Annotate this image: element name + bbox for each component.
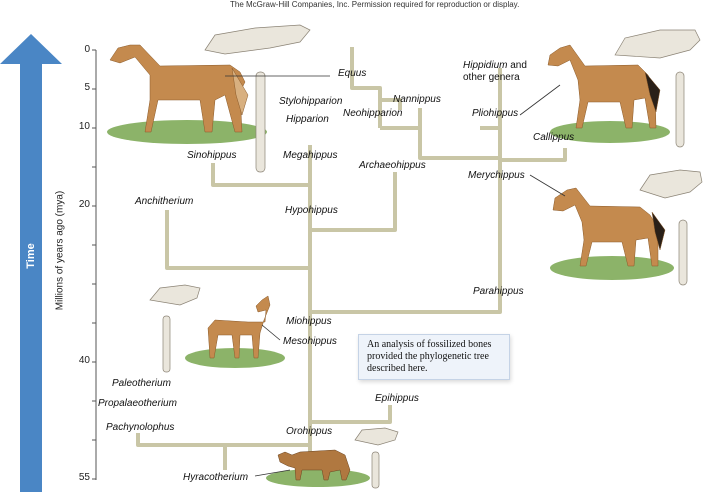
label-parahippus: Parahippus [473,286,524,297]
label-pliohippus: Pliohippus [472,108,519,119]
label-epihippus: Epihippus [375,393,419,404]
leader-lines [225,75,566,477]
label-propalaeotherium: Propalaeotherium [98,398,177,409]
time-arrow [0,34,62,492]
merychippus-skull-illustration [639,169,703,199]
label-equus: Equus [338,68,367,79]
tick-5: 5 [84,82,90,93]
tick-10: 10 [78,121,90,132]
pliohippus-horse-illustration [547,44,661,129]
equus-horse-illustration [109,44,249,133]
label-paleotherium: Paleotherium [112,378,171,389]
label-pachynolophus: Pachynolophus [106,422,175,433]
label-stylohipparion: Stylohipparion [279,96,343,107]
label-orohippus: Orohippus [286,426,333,437]
merychippus-horse-illustration [552,187,666,267]
tick-20: 20 [78,199,90,210]
tick-55: 55 [78,472,90,483]
label-hyracotherium: Hyracotherium [183,472,249,483]
label-hippidium: Hippidium and [463,60,527,71]
label-nannippus: Nannippus [393,94,441,105]
label-archaeohippus: Archaeohippus [359,160,426,171]
label-megahippus: Megahippus [283,150,338,161]
hyracotherium-bone-illustration [371,451,380,489]
time-arrow-shape [0,34,62,492]
pliohippus-skull-illustration [614,29,701,59]
mesohippus-skull-illustration [149,284,201,306]
label-other-genera: other genera [463,72,520,83]
label-miohippus: Miohippus [286,316,332,327]
pliohippus-bone-illustration [675,71,685,148]
label-callippus: Callippus [533,132,575,143]
merychippus-bone-illustration [678,219,688,286]
axis-tick-marks [92,49,96,480]
label-hippidium-name: Hippidium [463,60,508,71]
hyracotherium-skull-illustration [354,427,399,446]
label-neohipparion: Neohipparion [343,108,403,119]
tree-branches [136,47,567,470]
credit-line: The McGraw-Hill Companies, Inc. Permissi… [230,0,520,9]
equus-bone-illustration [255,71,266,173]
label-mesohippus: Mesohippus [283,336,337,347]
label-hypohippus: Hypohippus [285,205,338,216]
label-merychippus: Merychippus [468,170,525,181]
label-hippidium-and: and [510,60,527,71]
label-anchitherium: Anchitherium [135,196,194,207]
label-sinohippus: Sinohippus [187,150,237,161]
tick-40: 40 [78,355,90,366]
mesohippus-bone-illustration [162,315,171,373]
hyracotherium-illustration [277,449,351,481]
mesohippus-horse-illustration [207,295,271,359]
label-hipparion: Hipparion [286,114,329,125]
note-box: An analysis of fossilized bones provided… [358,334,510,380]
tick-0: 0 [84,44,90,55]
equus-skull-illustration [204,24,311,55]
